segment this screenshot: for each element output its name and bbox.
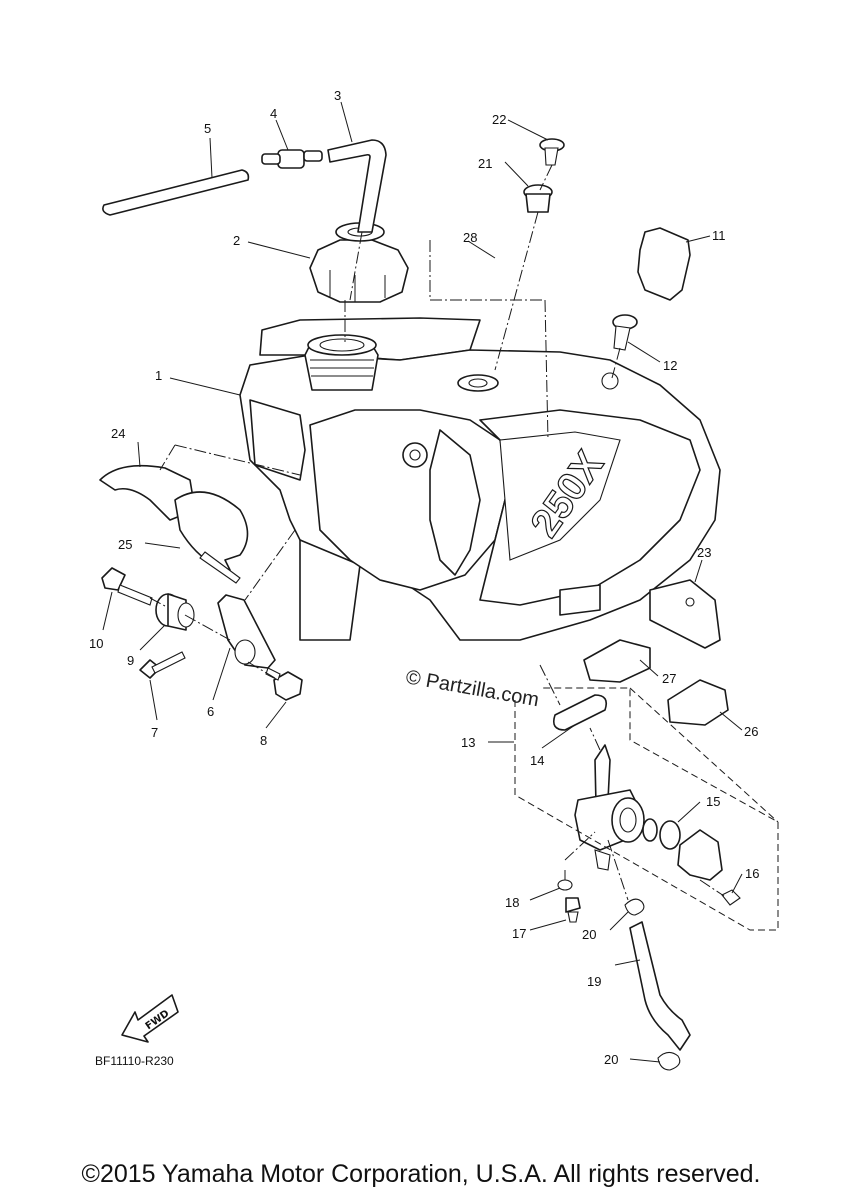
callout-3: 3 — [334, 88, 341, 103]
callout-24: 24 — [111, 426, 125, 441]
callout-17: 17 — [512, 926, 526, 941]
hose — [102, 169, 250, 216]
bracket — [217, 594, 276, 669]
check-valve — [261, 149, 323, 169]
callout-27: 27 — [662, 671, 676, 686]
fwd-arrow-icon: FWD — [121, 994, 179, 1043]
callout-numbers: 1 2 3 4 5 6 7 8 9 10 11 12 13 14 15 16 1… — [89, 88, 759, 1067]
clip-20a — [624, 898, 645, 916]
leader-lines — [102, 101, 743, 1063]
callout-20a: 20 — [582, 927, 596, 942]
band-25 — [174, 491, 249, 584]
collar-21 — [523, 184, 553, 213]
callout-7: 7 — [151, 725, 158, 740]
damper-27 — [583, 639, 651, 683]
callout-6: 6 — [207, 704, 214, 719]
screw-12 — [612, 314, 638, 351]
callout-25: 25 — [118, 537, 132, 552]
damper-26 — [667, 679, 729, 726]
callout-20b: 20 — [604, 1052, 618, 1067]
clip-20b — [657, 1051, 681, 1071]
damper-23 — [649, 579, 721, 649]
fuel-hose — [629, 921, 691, 1051]
lever — [677, 829, 723, 881]
screw-17 — [565, 897, 581, 913]
callout-28: 28 — [463, 230, 477, 245]
callout-10: 10 — [89, 636, 103, 651]
callout-21: 21 — [478, 156, 492, 171]
callout-14: 14 — [530, 753, 544, 768]
callout-2: 2 — [233, 233, 240, 248]
callout-5: 5 — [204, 121, 211, 136]
callout-23: 23 — [697, 545, 711, 560]
breather-hose — [327, 139, 387, 233]
callout-12: 12 — [663, 358, 677, 373]
copyright-notice: ©2015 Yamaha Motor Corporation, U.S.A. A… — [81, 1160, 761, 1188]
callout-16: 16 — [745, 866, 759, 881]
bolt-7 — [139, 651, 186, 679]
damper — [155, 593, 195, 631]
callout-9: 9 — [127, 653, 134, 668]
gasket-14 — [552, 694, 608, 731]
bolt-22 — [539, 138, 565, 166]
diagram-code: BF11110-R230 — [95, 1054, 174, 1068]
fuel-cap — [309, 222, 409, 303]
assembly-guides — [149, 164, 779, 931]
bolt-10 — [101, 567, 153, 606]
callout-1: 1 — [155, 368, 162, 383]
callout-15: 15 — [706, 794, 720, 809]
callout-4: 4 — [270, 106, 277, 121]
callout-22: 22 — [492, 112, 506, 127]
washer-18 — [557, 879, 573, 891]
callout-13: 13 — [461, 735, 475, 750]
callout-26: 26 — [744, 724, 758, 739]
callout-8: 8 — [260, 733, 267, 748]
clip — [637, 227, 691, 301]
callout-11: 11 — [712, 228, 726, 243]
fuel-tank: 250X — [239, 317, 721, 641]
bolt-8 — [265, 667, 303, 701]
o-ring-15 — [659, 820, 681, 850]
callout-19: 19 — [587, 974, 601, 989]
callout-18: 18 — [505, 895, 519, 910]
watermark: © Partzilla.com — [404, 666, 541, 711]
